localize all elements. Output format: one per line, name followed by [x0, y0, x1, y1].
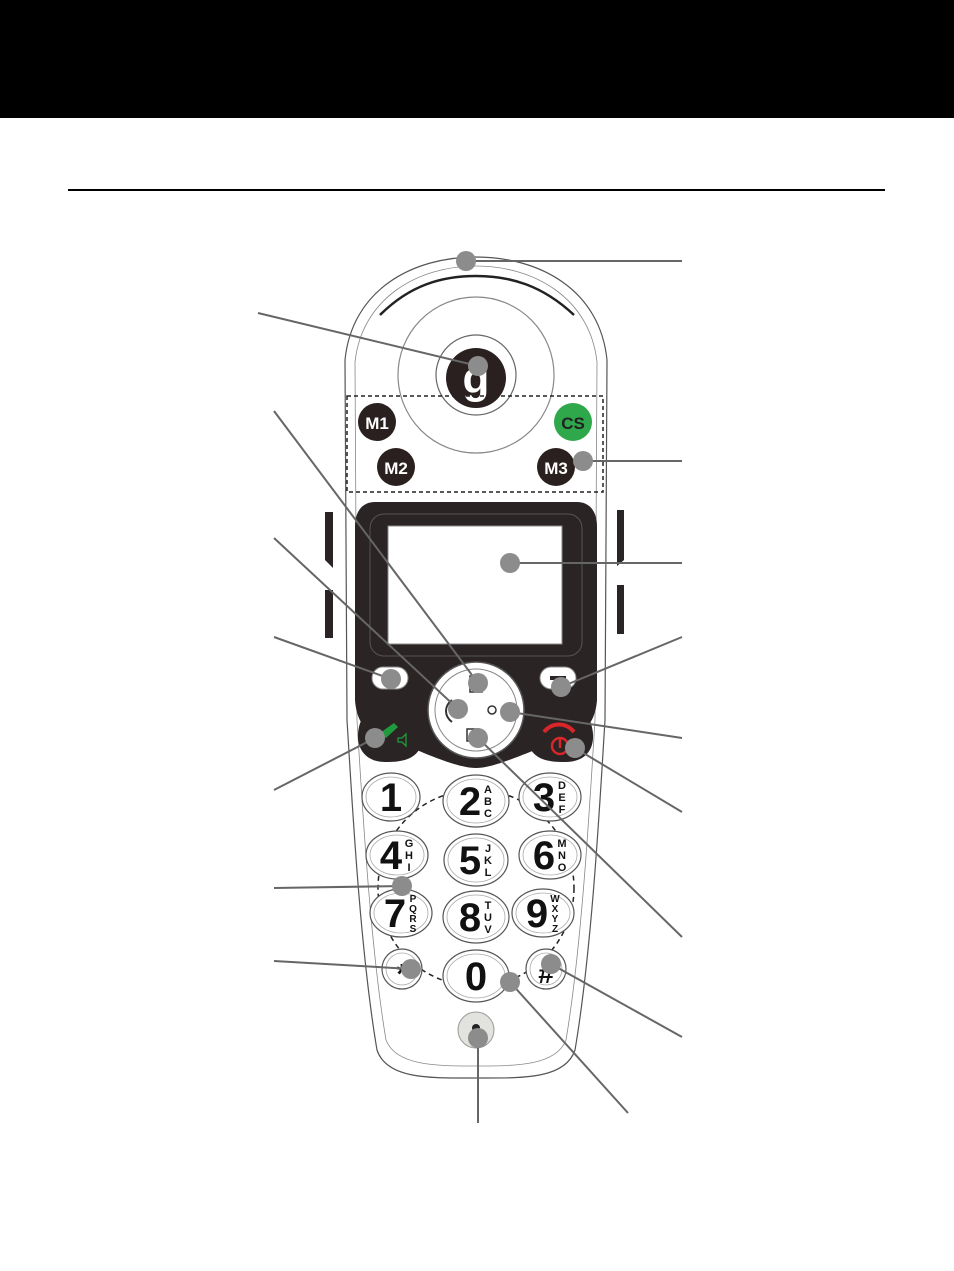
keypad-letter: I [407, 862, 410, 874]
earpiece-logo: g [446, 348, 506, 408]
talk-speaker-key[interactable] [357, 714, 424, 762]
memory-key-m2[interactable]: M2 [377, 448, 415, 486]
callout-dot-end-key [565, 738, 585, 758]
svg-text:M3: M3 [544, 459, 568, 478]
keypad-letter: O [558, 862, 567, 874]
keypad-letter: A [484, 784, 492, 796]
keypad-digit: * [397, 958, 408, 989]
keypad-letter: W [550, 894, 560, 905]
phone-power-icon [542, 722, 576, 734]
keypad-letter: X [552, 904, 559, 915]
keypad-letter: N [558, 850, 566, 862]
keypad-letter: S [410, 924, 417, 935]
keypad-key-0[interactable]: 0 [442, 949, 510, 1003]
callout-dot-keypad [392, 876, 412, 896]
callout-lines [257, 260, 683, 1123]
callout-dot-nav-right [500, 702, 520, 722]
callout-dot-nav-up [468, 673, 488, 693]
callout-dot-memory-keys [573, 451, 593, 471]
keypad-letter: M [557, 838, 566, 850]
callout-dot-talk-key [365, 728, 385, 748]
keypad-letter: T [485, 900, 492, 912]
keypad-letter: Y [552, 914, 559, 925]
header-bar [0, 0, 954, 118]
callout-dot-right-soft-key [551, 677, 571, 697]
callout-dot-logo [468, 356, 488, 376]
keypad-digit: 7 [384, 892, 406, 936]
keypad-letter: G [405, 838, 414, 850]
callout-dot-star-key [401, 959, 421, 979]
callout-dots [365, 251, 593, 1048]
phone-speaker-icon [380, 723, 398, 738]
memory-keys-box [346, 395, 604, 493]
keypad-letter: C [484, 808, 492, 820]
keypad-letter: E [558, 792, 565, 804]
keypad-letter: Z [552, 924, 558, 935]
end-power-key[interactable] [526, 714, 594, 762]
keypad-digit: 0 [465, 955, 487, 999]
keypad-digit: 2 [459, 780, 481, 824]
keypad-letter: V [484, 924, 492, 936]
display-screen [387, 525, 563, 645]
keypad-letter: Q [409, 904, 417, 915]
callout-dot-nav-down [468, 728, 488, 748]
keypad-letter: B [484, 796, 492, 808]
keypad-letter: D [558, 780, 566, 792]
svg-text:M2: M2 [384, 459, 408, 478]
keypad-digit: 1 [380, 776, 402, 820]
intercom-icon[interactable] [487, 705, 497, 715]
keypad-letter: P [410, 894, 417, 905]
callout-dot-nav-left [448, 699, 468, 719]
keypad-letter: U [484, 912, 492, 924]
callout-dot-microphone [468, 1028, 488, 1048]
callout-dot-zero-key [500, 972, 520, 992]
svg-text:CS: CS [561, 414, 585, 433]
keypad-digit: 3 [533, 776, 555, 820]
keypad-letter: J [485, 843, 491, 855]
keypad-digit: 9 [526, 892, 548, 936]
keypad-letter: F [559, 804, 566, 816]
memory-key-cs[interactable]: CS [554, 403, 592, 441]
keypad-letter: L [485, 867, 492, 879]
keypad-digit: 8 [459, 896, 481, 940]
side-buttons[interactable] [325, 510, 624, 638]
callout-dot-display [500, 553, 520, 573]
keypad-letter: K [484, 855, 492, 867]
keypad-digit: 6 [533, 834, 555, 878]
keypad-letter: R [409, 914, 417, 925]
svg-text:M1: M1 [365, 414, 389, 433]
keypad-digit: 4 [380, 834, 403, 878]
memory-key-m3[interactable]: M3 [537, 448, 575, 486]
keypad-digit: 5 [459, 839, 481, 883]
callout-dot-earpiece [456, 251, 476, 271]
keypad-letter: H [405, 850, 413, 862]
section-divider [68, 189, 885, 191]
callout-dot-left-soft-key [381, 669, 401, 689]
memory-key-m1[interactable]: M1 [358, 403, 396, 441]
callout-dot-hash-key [541, 954, 561, 974]
keypad-key-1[interactable]: 1 [361, 772, 421, 822]
